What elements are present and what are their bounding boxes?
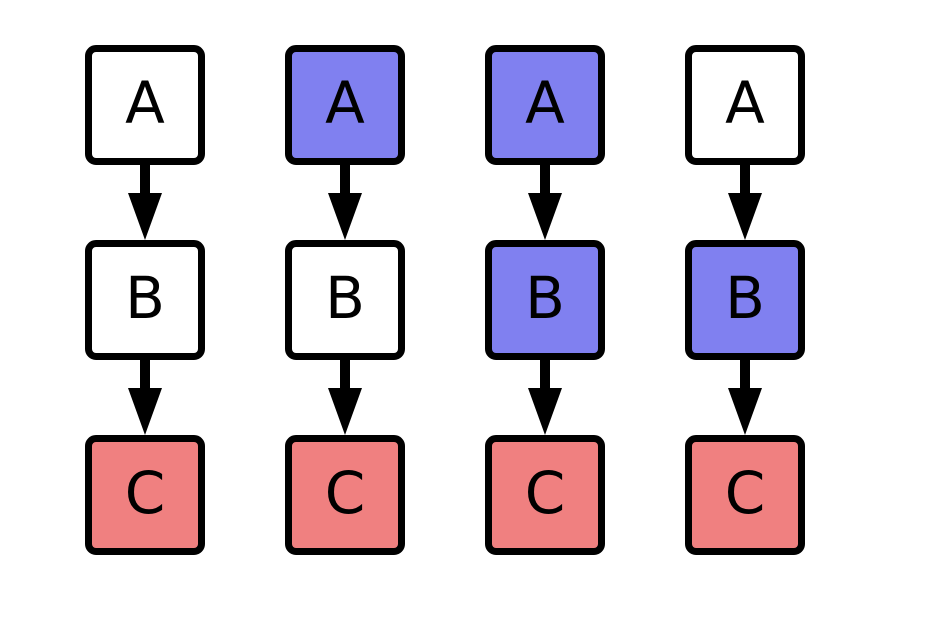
node-label: A: [525, 69, 565, 137]
node-box-a: A: [85, 45, 205, 165]
node-label: C: [524, 459, 566, 527]
node-label: A: [725, 69, 765, 137]
node-box-a: A: [685, 45, 805, 165]
down-arrow-icon: [128, 165, 162, 240]
node-box-a: A: [285, 45, 405, 165]
chain-columns: A B C A B C A B C A B C: [85, 45, 805, 555]
node-label: A: [125, 69, 165, 137]
down-arrow-icon: [528, 360, 562, 435]
node-label: A: [325, 69, 365, 137]
down-arrow-icon: [328, 165, 362, 240]
node-label: B: [325, 264, 365, 332]
down-arrow-icon: [528, 165, 562, 240]
node-box-c: C: [285, 435, 405, 555]
node-box-b: B: [85, 240, 205, 360]
node-box-a: A: [485, 45, 605, 165]
node-label: C: [324, 459, 366, 527]
node-box-b: B: [285, 240, 405, 360]
node-box-c: C: [85, 435, 205, 555]
down-arrow-icon: [328, 360, 362, 435]
chain-column-chain-1: A B C: [85, 45, 205, 555]
node-box-b: B: [685, 240, 805, 360]
node-label: B: [125, 264, 165, 332]
down-arrow-icon: [728, 165, 762, 240]
chain-column-chain-3: A B C: [485, 45, 605, 555]
down-arrow-icon: [128, 360, 162, 435]
node-label: B: [725, 264, 765, 332]
chain-column-chain-2: A B C: [285, 45, 405, 555]
node-label: C: [124, 459, 166, 527]
node-label: B: [525, 264, 565, 332]
node-box-b: B: [485, 240, 605, 360]
down-arrow-icon: [728, 360, 762, 435]
node-box-c: C: [685, 435, 805, 555]
chain-column-chain-4: A B C: [685, 45, 805, 555]
node-box-c: C: [485, 435, 605, 555]
node-label: C: [724, 459, 766, 527]
